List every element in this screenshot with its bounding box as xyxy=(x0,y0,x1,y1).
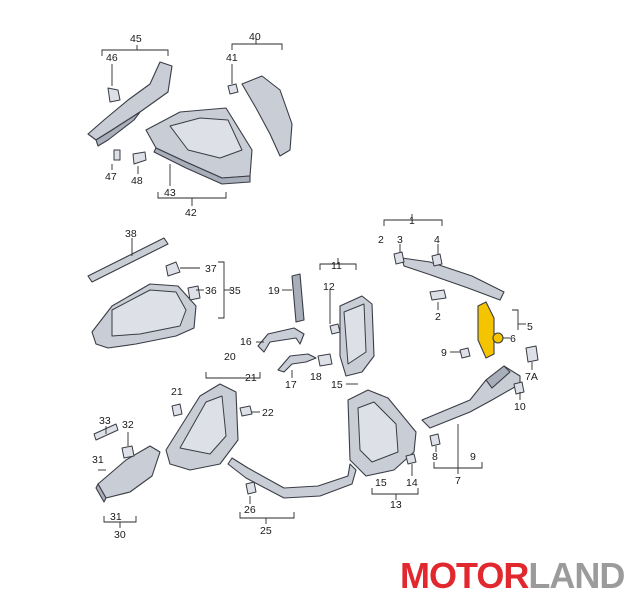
label-47: 47 xyxy=(105,171,117,183)
label-8: 8 xyxy=(432,451,438,463)
label-14: 14 xyxy=(406,477,418,489)
label-9-lower: 9 xyxy=(470,451,476,463)
label-5: 5 xyxy=(527,321,533,333)
label-31-upper: 31 xyxy=(92,454,104,466)
part-5-highlighted-trim xyxy=(477,301,495,359)
label-18: 18 xyxy=(310,371,322,383)
label-9-upper: 9 xyxy=(441,347,447,359)
label-46: 46 xyxy=(106,52,118,64)
label-38: 38 xyxy=(125,228,137,240)
part-40-trim-panel xyxy=(227,75,293,157)
part-18-clips xyxy=(317,353,333,367)
part-7-sill-trim xyxy=(421,345,539,447)
label-17: 17 xyxy=(285,379,297,391)
part-1-a-pillar-trim xyxy=(393,251,505,301)
label-42: 42 xyxy=(185,207,197,219)
label-26: 26 xyxy=(244,504,256,516)
label-3: 3 xyxy=(397,234,403,246)
part-16-grab-handle xyxy=(257,327,305,353)
label-20: 20 xyxy=(224,351,236,363)
part-19-spring-clip xyxy=(291,273,305,323)
label-11: 11 xyxy=(331,260,342,272)
label-21-upper: 21 xyxy=(245,372,257,384)
label-30: 30 xyxy=(114,529,126,541)
part-35-d-pillar-trim xyxy=(91,261,201,349)
label-36: 36 xyxy=(205,285,217,297)
part-11-b-pillar-upper xyxy=(329,295,375,377)
label-31-lower: 31 xyxy=(110,511,122,523)
label-2-upper: 2 xyxy=(378,234,384,246)
part-38-roof-trim-strip xyxy=(87,237,169,283)
label-6: 6 xyxy=(510,333,516,345)
label-35: 35 xyxy=(229,285,241,297)
label-1: 1 xyxy=(409,215,415,227)
label-43: 43 xyxy=(164,187,176,199)
part-17-handle-cover xyxy=(277,353,317,373)
part-21-sill-trim-rear xyxy=(165,383,253,471)
part-6-highlighted-clip xyxy=(492,332,504,344)
label-16: 16 xyxy=(240,336,252,348)
part-number-labels: 45 46 47 48 40 41 43 42 38 37 36 35 19 1… xyxy=(92,31,538,541)
watermark-part-1: MOTOR xyxy=(400,555,529,596)
part-13-b-pillar-lower xyxy=(347,389,417,477)
part-42-parcel-shelf xyxy=(145,107,253,185)
label-21-lower: 21 xyxy=(171,386,183,398)
label-25: 25 xyxy=(260,525,272,537)
label-37: 37 xyxy=(205,263,217,275)
label-12: 12 xyxy=(323,281,335,293)
label-22: 22 xyxy=(262,407,274,419)
label-15-lower: 15 xyxy=(375,477,387,489)
label-10: 10 xyxy=(514,401,526,413)
label-7: 7 xyxy=(455,475,461,487)
label-40: 40 xyxy=(249,31,261,43)
part-25-wheel-arch-trim xyxy=(227,457,357,499)
label-4: 4 xyxy=(434,234,440,246)
label-7a: 7A xyxy=(525,371,538,383)
label-32: 32 xyxy=(122,419,134,431)
watermark-part-2: LAND xyxy=(528,555,625,596)
label-48: 48 xyxy=(131,175,143,187)
label-2-lower: 2 xyxy=(435,311,441,323)
label-45: 45 xyxy=(130,33,142,45)
label-19: 19 xyxy=(268,285,280,297)
label-13: 13 xyxy=(390,499,402,511)
label-41: 41 xyxy=(226,52,238,64)
label-33: 33 xyxy=(99,415,111,427)
part-45-c-pillar-trim xyxy=(87,61,173,165)
part-30-lower-trim xyxy=(93,423,161,503)
label-15-upper: 15 xyxy=(331,379,343,391)
